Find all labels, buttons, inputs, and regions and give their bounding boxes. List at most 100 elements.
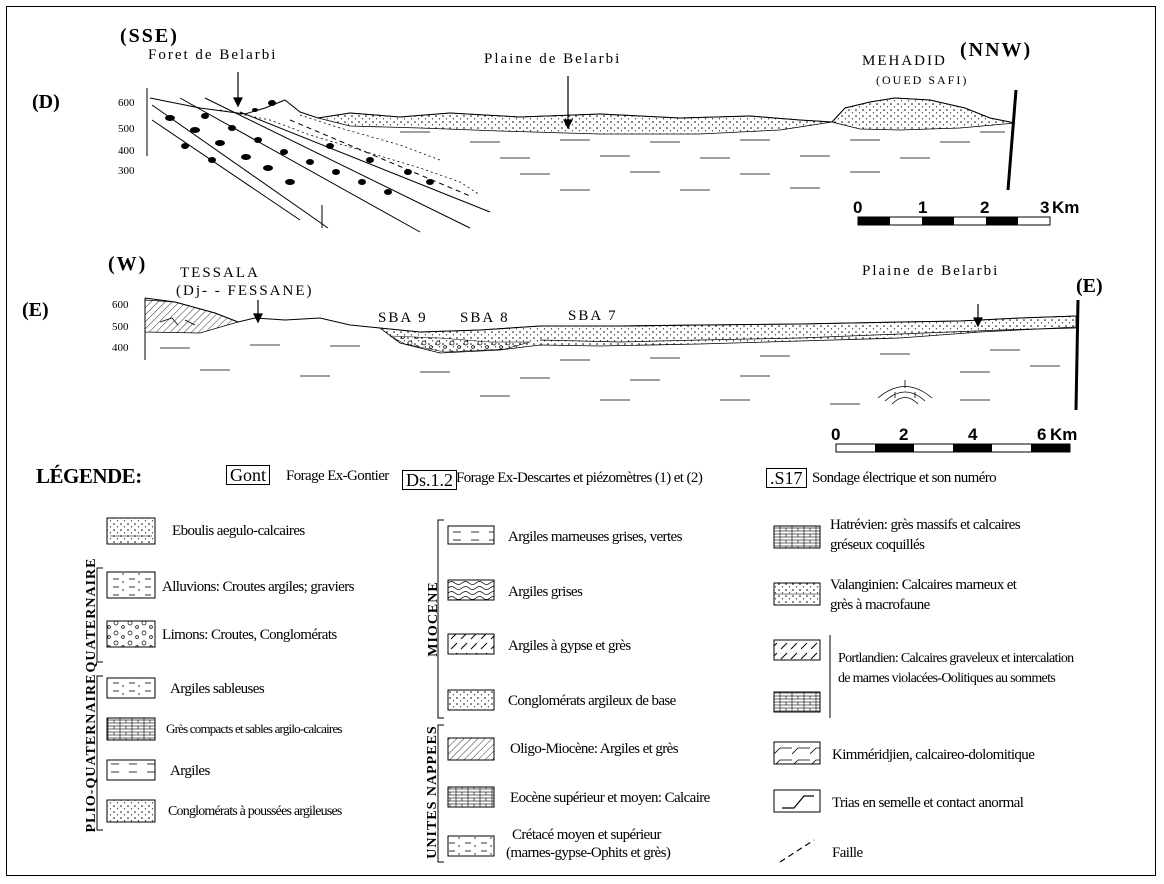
- swatch-alluvions: [106, 571, 156, 599]
- legend-brackets: [96, 519, 831, 863]
- legend-faille: Faille: [832, 845, 863, 861]
- legend-s17-box: .S17: [766, 468, 807, 488]
- section-e-drawing: [144, 297, 1080, 411]
- e-plaine-label: Plaine de Belarbi: [862, 263, 1000, 279]
- legend-trias: Trias en semelle et contact anormal: [832, 795, 1024, 811]
- legend-group-unites-nappees: UNITES NAPPEES: [425, 725, 440, 859]
- legend-argiles-grises: Argiles grises: [508, 584, 583, 600]
- legend-gres-compacts: Grès compacts et sables argilo-calcaires: [166, 721, 342, 736]
- e-tessala-label: TESSALA: [180, 265, 260, 281]
- swatch-conglomerats-poussees: [106, 799, 156, 823]
- d-dipping-beds: [151, 97, 491, 233]
- swatch-argiles-grises: [447, 579, 495, 601]
- d-scale-unit: Km: [1052, 198, 1080, 217]
- d-foret-label: Foret de Belarbi: [148, 47, 278, 63]
- e-conglomerate-lens: [389, 335, 531, 353]
- d-alt-300: 300: [118, 165, 135, 177]
- legend-gont-text: Forage Ex-Gontier: [286, 468, 389, 484]
- e-alluvial-fill: [378, 315, 1077, 354]
- d-alluvial-fill: [317, 112, 833, 135]
- e-scale-tick-6: 6: [1037, 425, 1047, 444]
- swatch-eboulis: [106, 517, 156, 545]
- d-alt-400: 400: [118, 145, 135, 157]
- legend-title: LÉGENDE:: [36, 464, 142, 488]
- swatch-trias: [773, 789, 821, 813]
- e-scale-tick-4: 4: [968, 425, 978, 444]
- swatch-hatrevien: [773, 525, 821, 549]
- e-fault-right: [1074, 299, 1080, 411]
- legend-valanginien-1: Valanginien: Calcaires marneux et: [830, 577, 1017, 593]
- legend-argiles-marneuses: Argiles marneuses grises, vertes: [508, 529, 682, 545]
- d-left-orientation: (SSE): [120, 25, 179, 47]
- scale-bar-e: [835, 443, 1071, 453]
- e-alt-400: 400: [112, 342, 129, 354]
- swatch-oligo-miocene: [447, 737, 495, 761]
- legend-eboulis: Eboulis aegulo-calcaires: [172, 523, 305, 539]
- swatch-cretace: [447, 835, 495, 857]
- d-scale-tick-1: 1: [918, 198, 928, 217]
- legend-cretace-2: (marnes-gypse-Ophits et grès): [506, 845, 671, 861]
- legend-conglomerats-poussees: Conglomérats à poussées argileuses: [168, 804, 342, 819]
- swatch-kimmeridjien: [773, 741, 821, 765]
- e-tessala-massif: [144, 299, 240, 334]
- swatch-portlandien-1: [773, 639, 821, 661]
- d-fault-right: [1006, 89, 1018, 191]
- legend-swatches: [106, 517, 821, 863]
- d-scale-tick-0: 0: [853, 198, 863, 217]
- d-alt-600: 600: [118, 97, 135, 109]
- legend-argiles-sableuses: Argiles sableuses: [170, 681, 265, 697]
- legend-hatrevien-1: Hatrévien: grès massifs et calcaires: [830, 517, 1021, 533]
- legend-portlandien-2: de marnes violacées-Oolitiques au sommet…: [838, 671, 1056, 686]
- legend-group-plio-quaternaire: PLIO-QUATERNAIRE: [84, 673, 99, 833]
- legend-cretace-1: Crétacé moyen et supérieur: [512, 827, 662, 843]
- e-right-orientation: (E): [1076, 275, 1103, 297]
- e-scale-tick-0: 0: [831, 425, 841, 444]
- legend-s17-text: Sondage électrique et son numéro: [812, 470, 997, 486]
- d-right-orientation: (NNW): [960, 39, 1033, 61]
- e-section-label: (E): [22, 299, 49, 321]
- legend-eocene: Eocène supérieur et moyen: Calcaire: [510, 790, 710, 806]
- d-scale-tick-3: 3: [1040, 198, 1050, 217]
- legend-portlandien-1: Portlandien: Calcaires graveleux et inte…: [838, 651, 1074, 666]
- swatch-limons: [106, 620, 156, 648]
- legend-argiles: Argiles: [170, 763, 210, 779]
- d-conglomerate-blobs: [165, 100, 434, 195]
- swatch-conglomerats-base: [447, 689, 495, 711]
- legend-ds-box: Ds.1.2: [402, 470, 458, 490]
- swatch-gres-compacts: [106, 717, 156, 741]
- legend-argiles-gypse: Argiles à gypse et grès: [508, 638, 631, 654]
- legend-alluvions: Alluvions: Croutes argiles; graviers: [162, 579, 354, 595]
- legend-oligo-miocene: Oligo-Miocène: Argiles et grès: [510, 741, 679, 757]
- e-alt-600: 600: [112, 299, 129, 311]
- e-scale-tick-2: 2: [899, 425, 909, 444]
- e-well-sba8: SBA 8: [460, 310, 510, 326]
- e-eocene-dome: [877, 380, 933, 405]
- d-mehadid-label: MEHADID: [862, 53, 947, 69]
- d-mehadid-hill: [831, 97, 1016, 131]
- legend-group-miocene: MIOCENE: [426, 581, 441, 657]
- d-section-label: (D): [32, 91, 60, 113]
- d-plaine-label: Plaine de Belarbi: [484, 51, 622, 67]
- e-well-sba7: SBA 7: [568, 308, 618, 324]
- swatch-argiles-marneuses: [447, 525, 495, 545]
- d-arrows: [233, 72, 573, 130]
- e-scale-unit: Km: [1050, 425, 1078, 444]
- e-alt-500: 500: [112, 321, 129, 333]
- d-alt-500: 500: [118, 123, 135, 135]
- swatch-portlandien-2: [773, 691, 821, 713]
- legend-limons: Limons: Croutes, Conglomérats: [162, 627, 337, 643]
- swatch-argiles: [106, 759, 156, 781]
- figure-frame: [6, 6, 1156, 876]
- legend-valanginien-2: grès à macrofaune: [830, 597, 930, 613]
- scale-bar-d: [857, 216, 1051, 226]
- swatch-argiles-gypse: [447, 633, 495, 655]
- e-arrows: [253, 300, 983, 328]
- d-oued-label: (OUED SAFI): [876, 73, 969, 87]
- section-d-drawing: [146, 72, 1018, 233]
- legend-conglomerats-base: Conglomérats argileux de base: [508, 693, 676, 709]
- e-fessane-label: (Dj- - FESSANE): [176, 283, 314, 299]
- swatch-eocene: [447, 786, 495, 808]
- d-scale-tick-2: 2: [980, 198, 990, 217]
